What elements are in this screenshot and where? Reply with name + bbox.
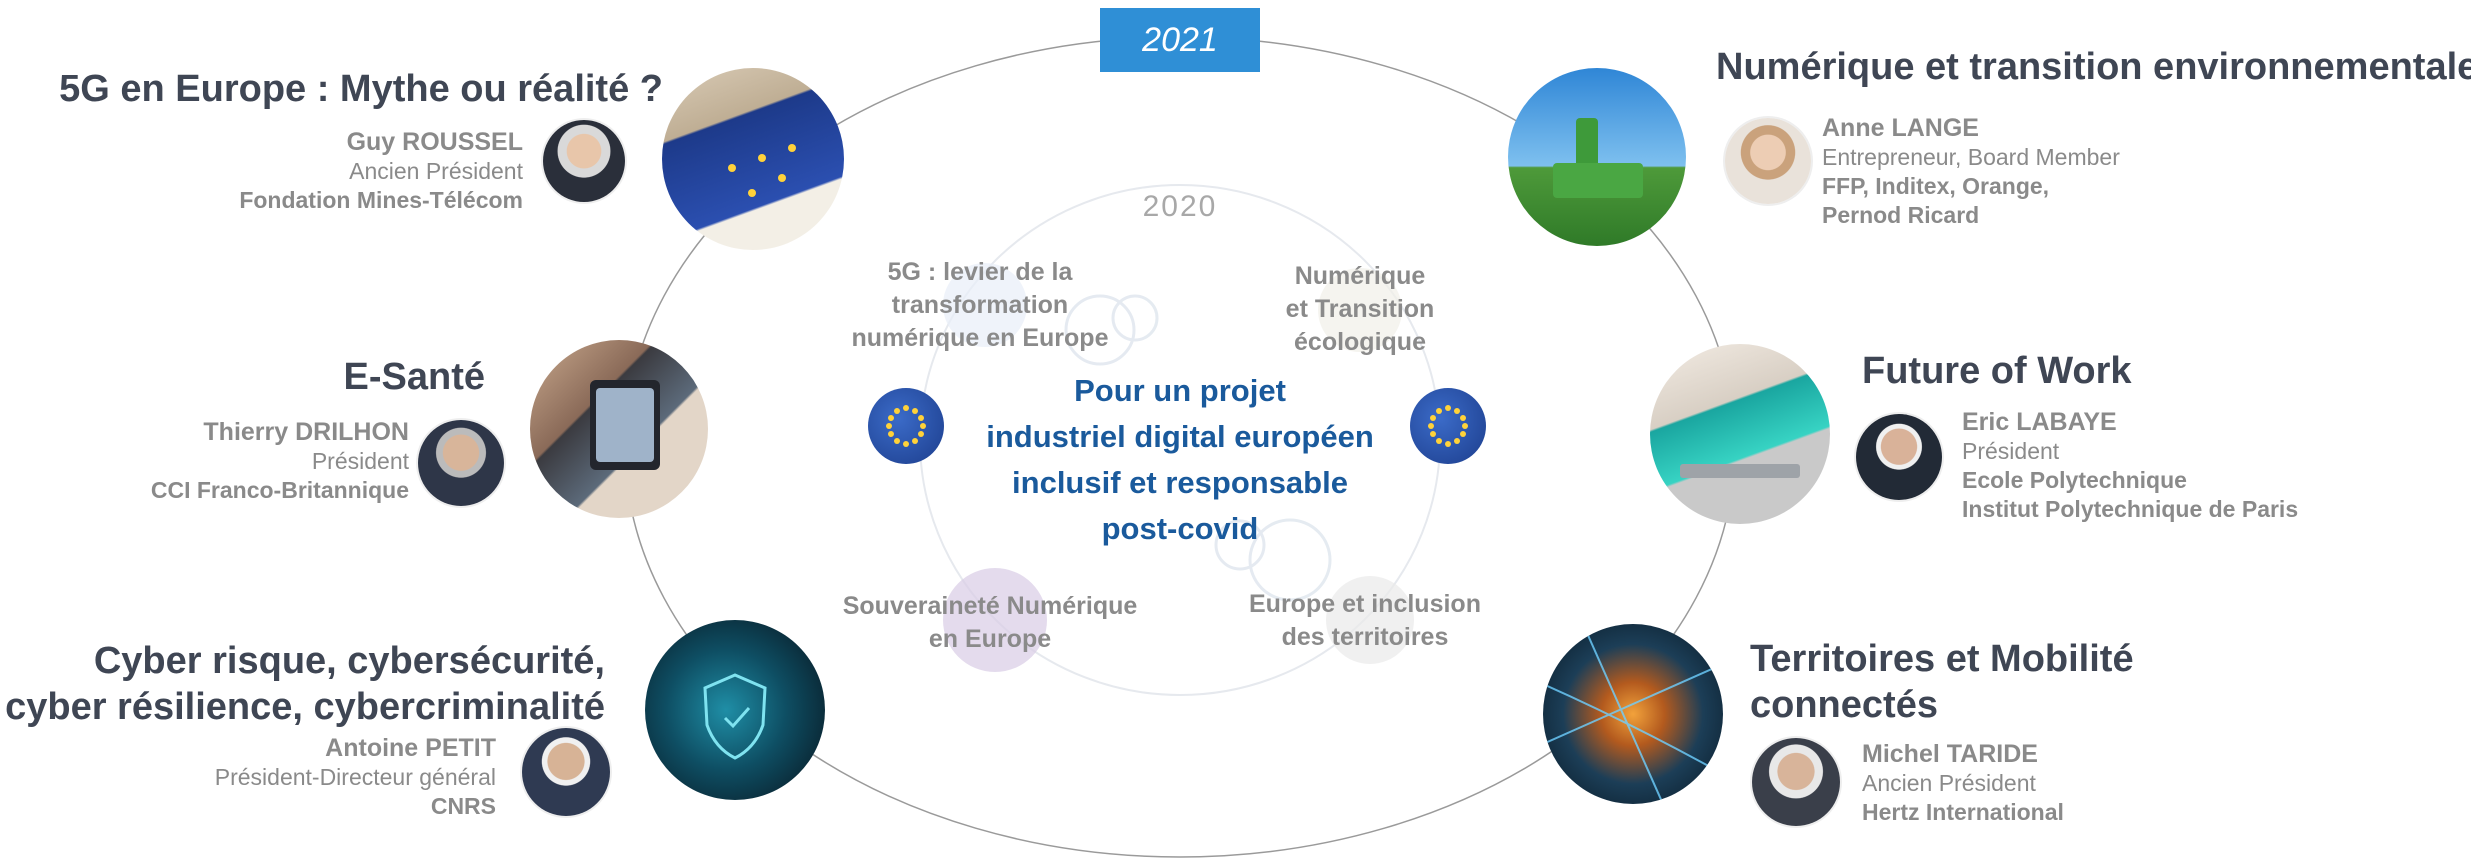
- speaker-block-taride: Michel TARIDE Ancien Président Hertz Int…: [1862, 740, 2064, 827]
- speaker-org: CNRS: [430, 793, 496, 819]
- year-2020-label: 2020: [1142, 190, 1218, 223]
- eu-flag-right-icon: [1410, 388, 1486, 464]
- avatar-drilhon: [418, 420, 504, 506]
- avatar-petit: [522, 728, 610, 816]
- year-2021-badge: 2021: [1100, 8, 1260, 72]
- speaker-role: Président: [1962, 438, 2060, 464]
- speaker-block-lange: Anne LANGE Entrepreneur, Board Member FF…: [1822, 114, 2120, 230]
- speaker-name: Eric LABAYE: [1962, 408, 2117, 436]
- speaker-role: Président-Directeur général: [214, 764, 496, 790]
- photo-esante: [530, 340, 708, 518]
- speaker-name: Thierry DRILHON: [203, 418, 409, 446]
- inner-topic-bubble: [1326, 576, 1414, 664]
- center-statement: Pour un projet industriel digital europé…: [986, 373, 1374, 546]
- avatar-taride: [1752, 738, 1840, 826]
- session-title-esante: E-Santé: [343, 356, 485, 398]
- speaker-role: Ancien Président: [349, 158, 523, 184]
- photo-green-factory: [1508, 68, 1686, 246]
- avatar-roussel: [543, 120, 625, 202]
- avatar-lange: [1725, 118, 1811, 204]
- speaker-org: Pernod Ricard: [1822, 202, 1980, 228]
- inner-topic-bubble: [943, 568, 1047, 672]
- speaker-name: Anne LANGE: [1822, 114, 1979, 142]
- photo-city-traffic: [1543, 624, 1723, 804]
- speaker-org: Hertz International: [1862, 799, 2064, 825]
- session-title-territoires: Territoires et Mobilité connectés: [1750, 638, 2134, 726]
- inner-topic-bubble: [943, 263, 1027, 347]
- speaker-org: Institut Polytechnique de Paris: [1962, 496, 2299, 522]
- speaker-role: Président: [311, 448, 409, 474]
- session-title-numerique-env: Numérique et transition environnementale: [1716, 46, 2471, 88]
- inner-topic-bubble: [1318, 268, 1402, 352]
- inner-topic-souverainete: Souveraineté Numérique en Europe: [842, 592, 1138, 653]
- photo-future-work: [1650, 344, 1830, 524]
- gear-decoration-icon: [1064, 294, 1332, 602]
- speaker-org: CCI Franco-Britannique: [150, 477, 409, 503]
- eu-flag-left-icon: [868, 388, 944, 464]
- speaker-org: Ecole Polytechnique: [1962, 467, 2187, 493]
- speaker-name: Antoine PETIT: [325, 734, 496, 762]
- session-title-future-work: Future of Work: [1862, 350, 2132, 392]
- speaker-block-drilhon: Thierry DRILHON Président CCI Franco-Bri…: [151, 418, 409, 505]
- speaker-org: Fondation Mines-Télécom: [239, 187, 523, 213]
- session-title-5g: 5G en Europe : Mythe ou réalité ?: [59, 68, 663, 110]
- speaker-name: Guy ROUSSEL: [346, 128, 523, 156]
- inner-topic-inclusion: Europe et inclusion des territoires: [1249, 590, 1481, 651]
- speaker-name: Michel TARIDE: [1862, 740, 2038, 768]
- photo-eu-flag: [662, 68, 844, 250]
- speaker-org: FFP, Inditex, Orange,: [1822, 173, 2050, 199]
- speaker-role: Ancien Président: [1862, 770, 2036, 796]
- session-title-cyber: Cyber risque, cybersécurité, cyber résil…: [5, 640, 605, 728]
- avatar-labaye: [1856, 414, 1942, 500]
- inner-topic-transition: Numérique et Transition écologique: [1285, 262, 1435, 356]
- photo-cyber: [645, 620, 825, 800]
- speaker-block-labaye: Eric LABAYE Président Ecole Polytechniqu…: [1962, 408, 2298, 524]
- shield-icon: [703, 673, 767, 760]
- speaker-block-petit: Antoine PETIT Président-Directeur généra…: [215, 734, 496, 821]
- speaker-role: Entrepreneur, Board Member: [1822, 144, 2120, 170]
- speaker-block-roussel: Guy ROUSSEL Ancien Président Fondation M…: [239, 128, 523, 215]
- inner-topic-5g: 5G : levier de la transformation numériq…: [851, 258, 1109, 352]
